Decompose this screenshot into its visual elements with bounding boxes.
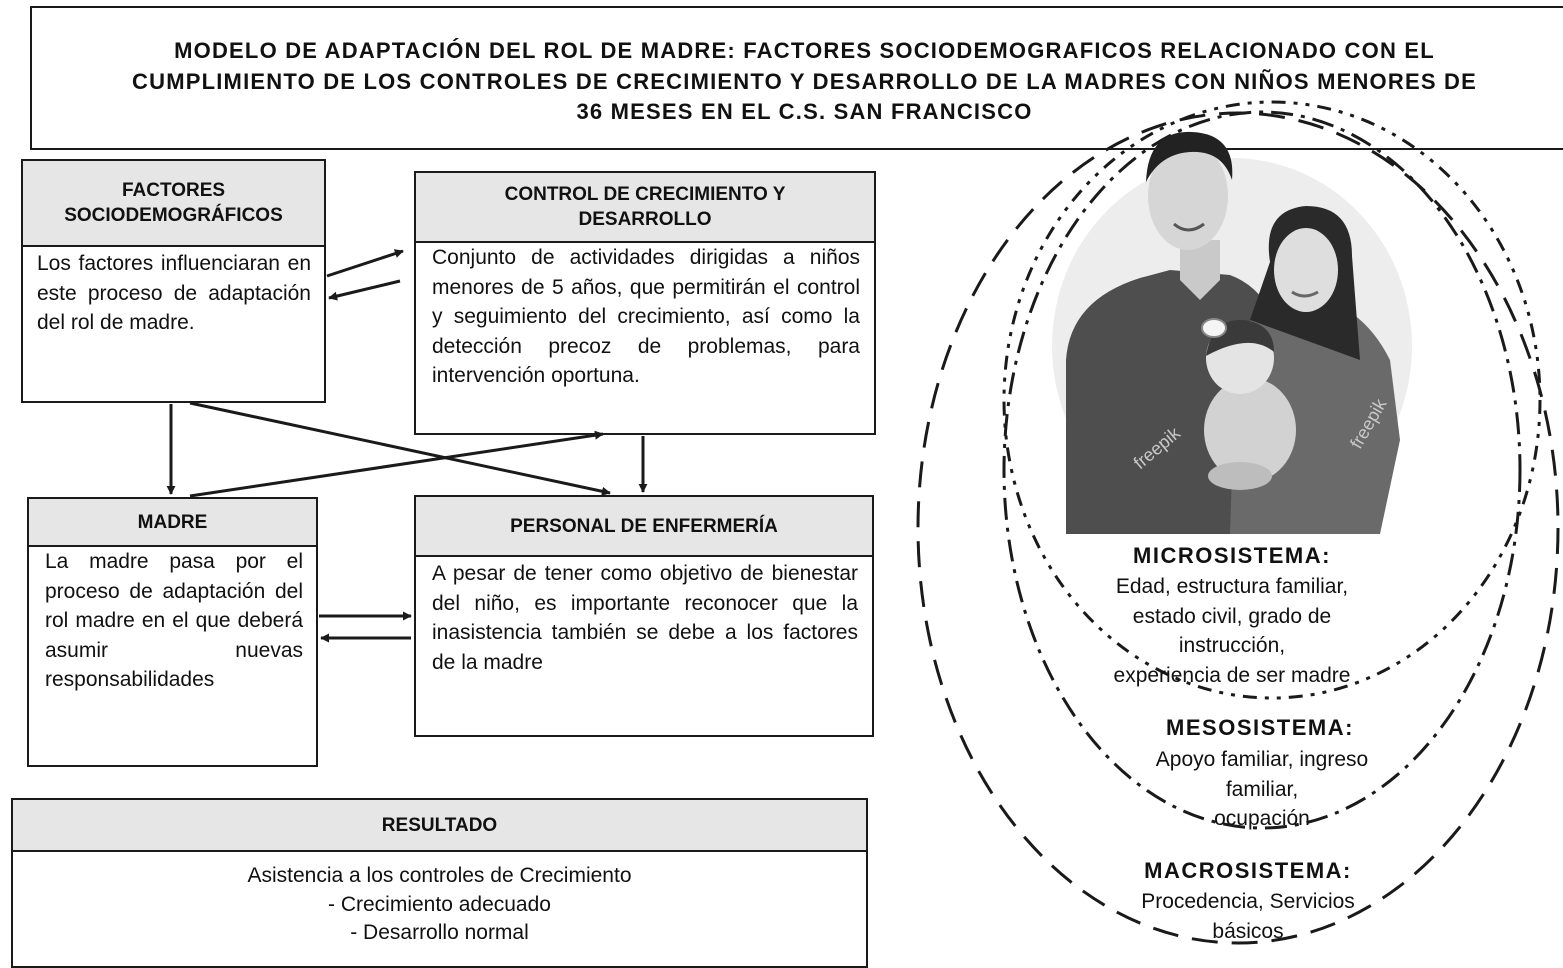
ecological-model: freepik freepik (916, 100, 1560, 945)
microsistema-text: Edad, estructura familiar, estado civil,… (1113, 575, 1351, 687)
resultado-header: RESULTADO (13, 800, 866, 852)
arrow-factores-to-enfermeria (189, 401, 611, 496)
factores-box: FACTORES SOCIODEMOGRÁFICOS Los factores … (21, 159, 326, 403)
mesosistema-text: Apoyo familiar, ingreso familiar, ocupac… (1155, 748, 1369, 830)
enfermeria-text: A pesar de tener como objetivo de bienes… (432, 562, 858, 674)
macrosistema-text: Procedencia, Servicios básicos (1141, 890, 1355, 943)
resultado-line-2: - Crecimiento adecuado (328, 892, 551, 916)
connector-arrows (166, 249, 648, 643)
title-box: MODELO DE ADAPTACIÓN DEL ROL DE MADRE: F… (30, 6, 1563, 150)
control-text: Conjunto de actividades dirigidas a niño… (432, 246, 860, 387)
madre-header: MADRE (29, 499, 316, 547)
enfermeria-box: PERSONAL DE ENFERMERÍA A pesar de tener … (414, 495, 874, 737)
factores-header: FACTORES SOCIODEMOGRÁFICOS (23, 161, 324, 247)
arrow-madre-to-control (189, 430, 604, 498)
microsistema-title: MICROSISTEMA: (1133, 543, 1331, 568)
resultado-line-1: Asistencia a los controles de Crecimient… (247, 864, 632, 887)
diagram-title: MODELO DE ADAPTACIÓN DEL ROL DE MADRE: F… (132, 38, 1477, 124)
factores-text: Los factores influenciaran en este proce… (37, 252, 311, 334)
resultado-line-3: - Desarrollo normal (350, 921, 529, 944)
resultado-lines: Asistencia a los controles de Crecimient… (13, 862, 866, 948)
control-header: CONTROL DE CRECIMIENTO Y DESARROLLO (416, 173, 874, 243)
madre-text: La madre pasa por el proceso de adaptaci… (45, 550, 303, 691)
microsistema-ellipse (1002, 100, 1542, 700)
arrow-control-to-factores (328, 279, 401, 301)
control-box: CONTROL DE CRECIMIENTO Y DESARROLLO Conj… (414, 171, 876, 435)
macrosistema-title: MACROSISTEMA: (1144, 858, 1352, 883)
enfermeria-header: PERSONAL DE ENFERMERÍA (416, 497, 872, 557)
madre-box: MADRE La madre pasa por el proceso de ad… (27, 497, 318, 767)
mesosistema-ellipse (1002, 110, 1522, 830)
mesosistema-title: MESOSISTEMA: (1166, 715, 1354, 740)
arrow-factores-to-control (326, 249, 404, 278)
family-illustration: freepik freepik (1052, 131, 1412, 534)
